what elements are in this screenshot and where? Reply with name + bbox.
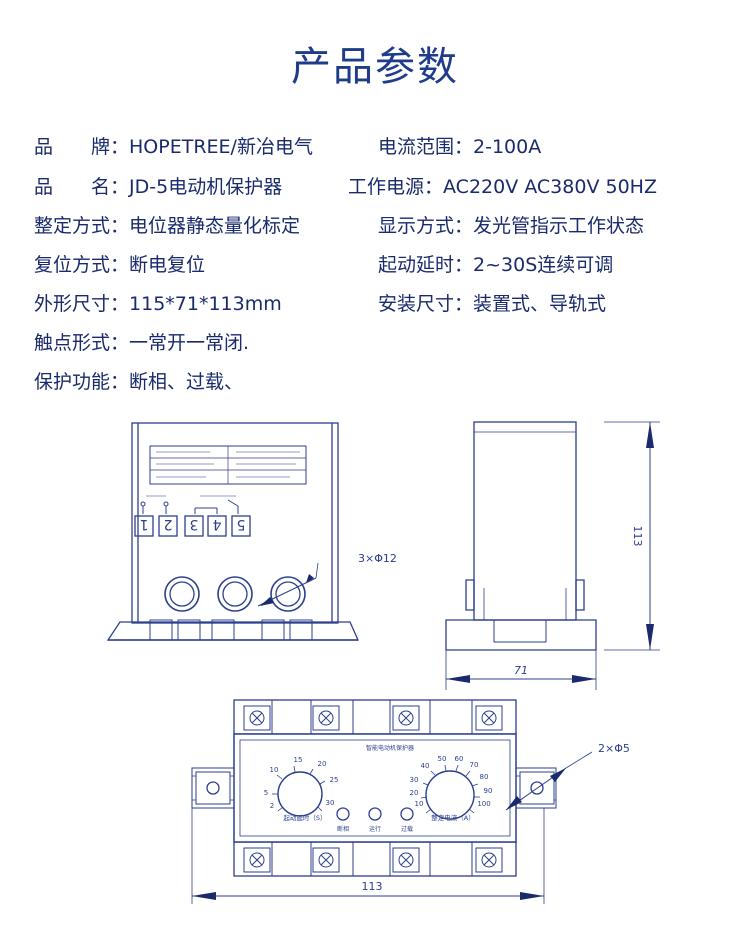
dial-tick: 20: [318, 760, 327, 768]
spec-mounting: 安装尺寸：装置式、导轨式: [378, 293, 607, 315]
side-view: 71 113: [445, 421, 660, 690]
terminal-number: 2: [164, 516, 173, 532]
led-overload: [400, 807, 414, 821]
led-label: 运行: [369, 825, 381, 833]
spec-dimensions: 外形尺寸：115*71*113mm: [34, 293, 282, 315]
dial-tick: 25: [330, 776, 339, 784]
terminal-number: 1: [140, 516, 149, 532]
spec-start-delay: 起动延时：2~30S连续可调: [378, 254, 614, 276]
dial-tick: 2: [270, 802, 274, 810]
dial-tick: 15: [294, 756, 303, 764]
dial-tick: 60: [455, 755, 464, 763]
start-delay-label: 起动延时（S）: [283, 813, 326, 822]
side-height-dim: 113: [631, 526, 644, 547]
front-base: [106, 621, 360, 641]
dial-tick: 10: [415, 800, 424, 808]
top-panel: [233, 733, 517, 843]
side-body: [473, 421, 577, 621]
panel-title: 智能电动机保护器: [366, 744, 414, 752]
spec-reset-method: 复位方式：断电复位: [34, 254, 206, 276]
top-terminal-strip: [233, 699, 517, 735]
spec-power-supply: 工作电源：AC220V AC380V 50HZ: [348, 176, 657, 198]
top-hole-label: 2×Φ5: [598, 742, 630, 755]
led-label: 过载: [401, 825, 413, 833]
dial-tick: 70: [470, 761, 479, 769]
terminal-box: [231, 515, 251, 537]
spec-contact-type: 触点形式：一常开一常闭.: [34, 332, 250, 354]
current-setting-label: 整定电流（A）: [431, 813, 474, 822]
dial-tick: 30: [326, 799, 335, 807]
side-base: [445, 619, 597, 651]
spec-display-method: 显示方式：发光管指示工作状态: [378, 215, 645, 237]
dial-tick: 20: [410, 789, 419, 797]
spec-setting-method: 整定方式：电位器静态量化标定: [34, 215, 301, 237]
dial-tick: 40: [421, 762, 430, 770]
led-phase-loss: [336, 807, 350, 821]
dial-tick: 100: [477, 800, 490, 808]
front-terminals: [134, 515, 251, 537]
dial-tick: 50: [438, 755, 447, 763]
front-view: 1 2 3 4 5 3×Φ12: [106, 422, 397, 641]
front-body: [131, 422, 339, 624]
spec-current-range: 电流范围：2-100A: [378, 136, 542, 158]
front-hole-label: 3×Φ12: [358, 552, 397, 565]
led-label: 断相: [337, 825, 349, 833]
bottom-terminal-strip: [233, 841, 517, 877]
top-view: 智能电动机保护器 2 5 10 15 20 25 30 起动延时（S） 断相 运…: [191, 699, 630, 904]
top-width-dim: 113: [362, 880, 383, 893]
page-title: 产品参数: [291, 44, 459, 90]
dial-tick: 30: [410, 776, 419, 784]
spec-brand: 品 牌：HOPETREE/新冶电气: [34, 136, 313, 158]
terminal-box: [158, 515, 178, 537]
terminal-number: 5: [237, 516, 246, 532]
dial-tick: 10: [270, 766, 279, 774]
front-through-holes: [164, 576, 306, 612]
spec-protection: 保护功能：断相、过载、: [34, 371, 244, 393]
spec-product-name: 品 名：JD-5电动机保护器: [34, 176, 283, 198]
led-running: [368, 807, 382, 821]
dial-tick: 90: [484, 787, 493, 795]
terminal-number: 3: [190, 516, 199, 532]
terminal-box: [207, 515, 227, 537]
dial-tick: 5: [264, 789, 268, 797]
dial-tick: 80: [480, 773, 489, 781]
current-setting-dial[interactable]: [425, 770, 475, 820]
terminal-box: [184, 515, 204, 537]
terminal-number: 4: [212, 516, 221, 532]
side-width-dim: 71: [514, 664, 528, 677]
terminal-box: [134, 515, 154, 537]
